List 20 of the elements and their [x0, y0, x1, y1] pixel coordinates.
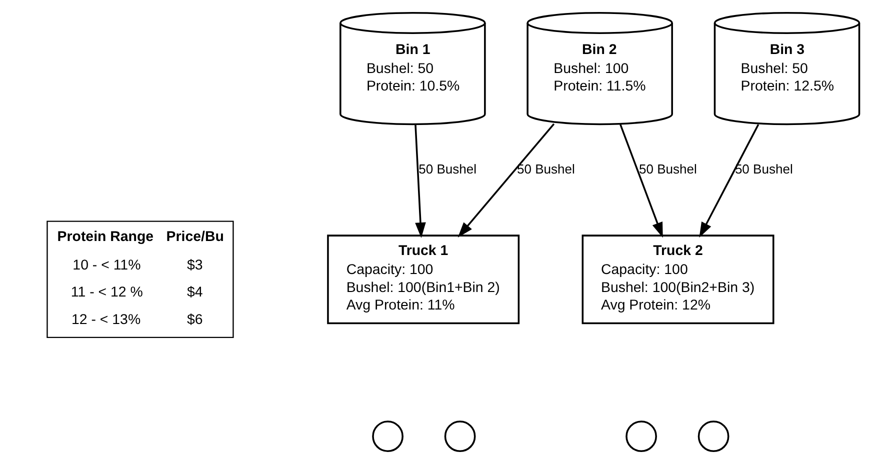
- node-circle: [697, 420, 729, 452]
- node-circle: [372, 420, 403, 452]
- label: $3: [186, 257, 202, 274]
- arrow: [457, 123, 554, 238]
- node-circle: [444, 420, 476, 452]
- node-box: Truck 2 Capacity: 100 Bushel: 100(Bin2+Bin 3) Avg Protein: 12%: [581, 234, 774, 324]
- label: Protein Range: [56, 229, 154, 246]
- arrow: [619, 124, 662, 238]
- label: 11 - < 12 %: [70, 284, 142, 301]
- label: $6: [186, 312, 202, 328]
- edge-label: 50 Bushel: [418, 162, 476, 177]
- node-circle: [625, 420, 656, 452]
- label: Price/Bu: [166, 229, 224, 246]
- label: $4: [186, 284, 202, 301]
- edge-label: 50 Bushel: [638, 162, 696, 177]
- label: 12 - < 13%: [71, 312, 140, 328]
- node-box: Truck 1 Capacity: 100 Bushel: 100(Bin1+Bin 2) Avg Protein: 11%: [326, 234, 520, 324]
- arrow: [414, 124, 426, 238]
- label: 10 - < 11%: [72, 257, 140, 274]
- arrow: [698, 124, 759, 238]
